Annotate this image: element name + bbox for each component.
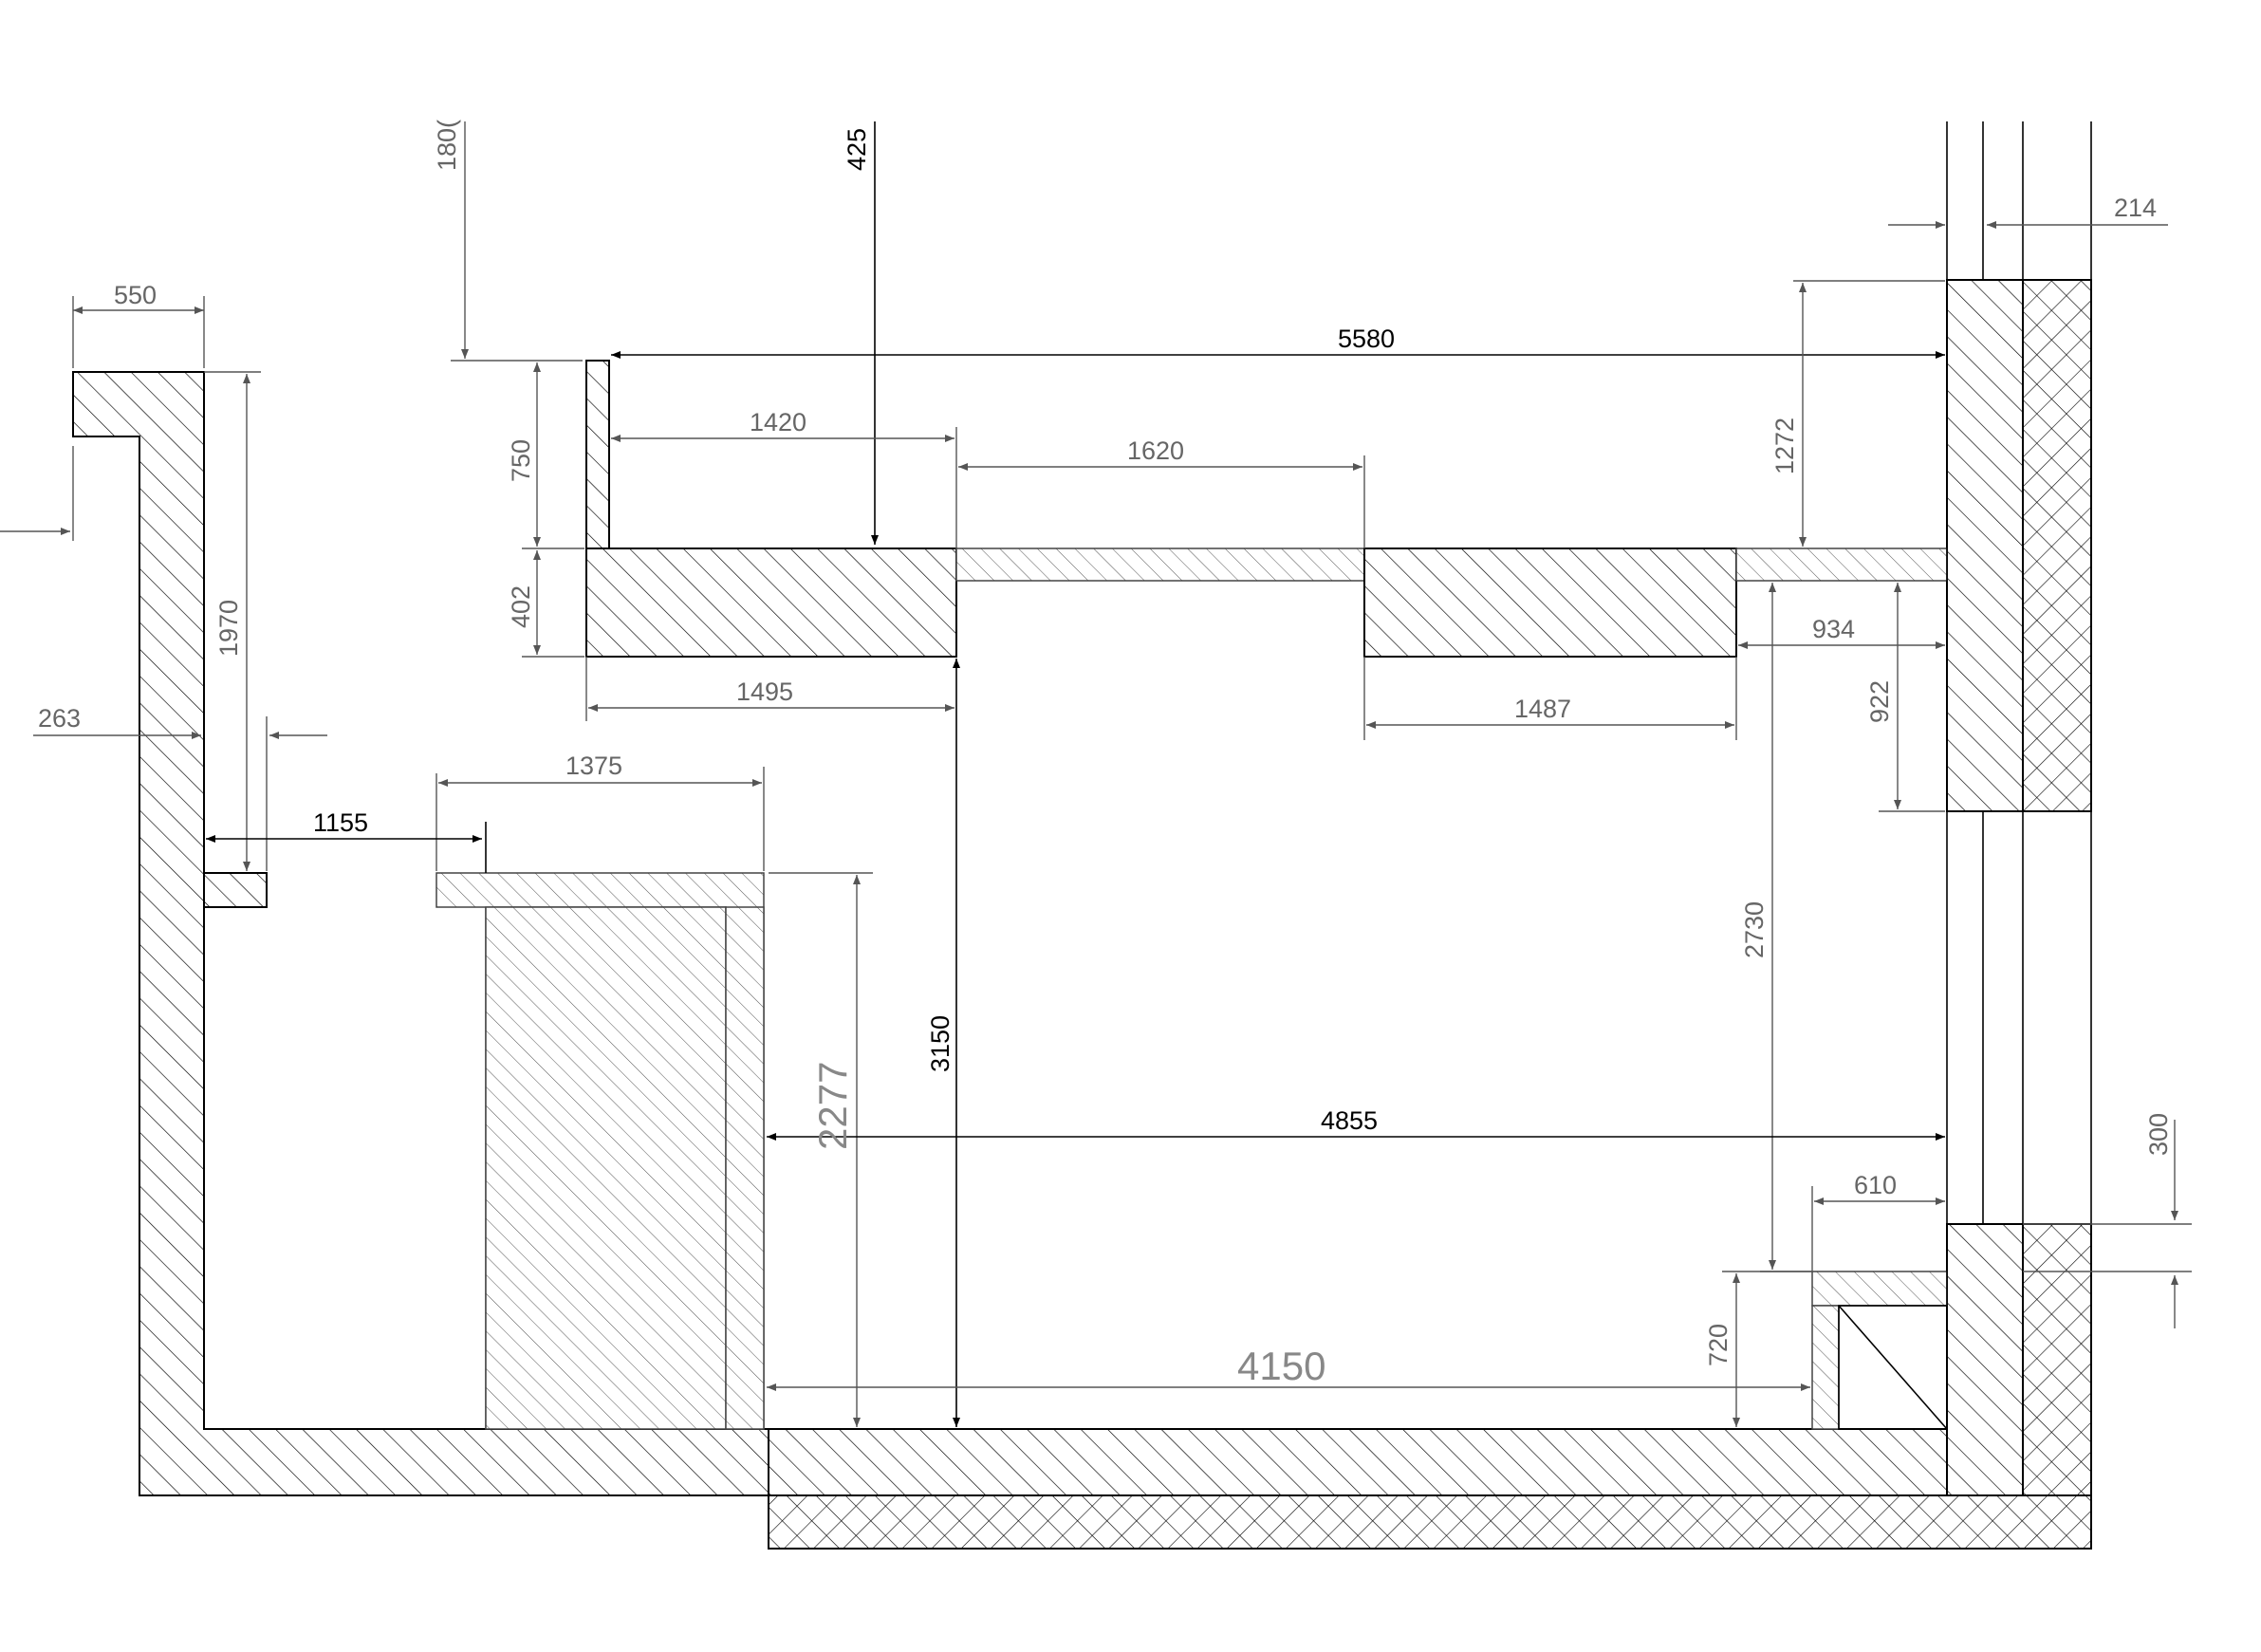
dimension-labels: 550 180( 425 214 5580 1420 1620 1272 750…	[38, 120, 2173, 1388]
niche-lintel	[1811, 1271, 1948, 1307]
top-wall-left-thin	[585, 360, 610, 549]
insulation-right-upper	[2022, 279, 2092, 812]
dim-425: 425	[843, 128, 871, 171]
right-wall-lower	[1946, 1223, 2024, 1496]
right-wall-upper	[1946, 279, 2024, 812]
insulation	[768, 279, 2092, 1550]
dim-922: 922	[1865, 680, 1894, 723]
facade-lines	[1946, 121, 2092, 1549]
insulation-bottom	[768, 1494, 2092, 1550]
dim-934: 934	[1812, 615, 1855, 643]
dim-550: 550	[114, 281, 157, 309]
dim-1800: 180(	[433, 120, 461, 171]
window-top-2	[1735, 548, 1948, 582]
dim-1495: 1495	[736, 678, 793, 706]
dim-402: 402	[507, 585, 535, 628]
dim-263: 263	[38, 704, 81, 733]
dim-300: 300	[2144, 1113, 2173, 1156]
dim-2277: 2277	[810, 1062, 855, 1150]
dim-1155: 1155	[313, 808, 368, 837]
dim-1420: 1420	[750, 408, 806, 436]
window-top-1	[955, 548, 1365, 582]
dim-1620: 1620	[1127, 436, 1184, 465]
dim-610: 610	[1854, 1171, 1897, 1199]
dim-720: 720	[1704, 1324, 1733, 1366]
dim-5580: 5580	[1338, 325, 1395, 353]
dim-2730: 2730	[1740, 901, 1769, 958]
partition-stub-left	[203, 872, 268, 908]
dim-4150: 4150	[1237, 1344, 1325, 1388]
walls	[72, 279, 2024, 1496]
niche-jamb	[1811, 1305, 1840, 1430]
dim-1375: 1375	[565, 752, 622, 780]
dim-1272: 1272	[1770, 418, 1799, 474]
dim-1970: 1970	[214, 600, 243, 657]
dim-4855: 4855	[1321, 1106, 1378, 1135]
niche-diagonal	[1838, 1305, 1948, 1430]
dim-3150: 3150	[926, 1015, 954, 1072]
dim-1487: 1487	[1514, 695, 1571, 723]
dim-750: 750	[507, 439, 535, 482]
dimension-lines	[0, 121, 2192, 1427]
insulation-right-lower	[2022, 1223, 2092, 1496]
dim-214: 214	[2114, 194, 2157, 222]
interior-block-edge	[725, 906, 765, 1430]
top-wall-mid	[1363, 548, 1737, 658]
top-wall-left	[585, 548, 957, 658]
interior-block-fill	[485, 906, 727, 1430]
